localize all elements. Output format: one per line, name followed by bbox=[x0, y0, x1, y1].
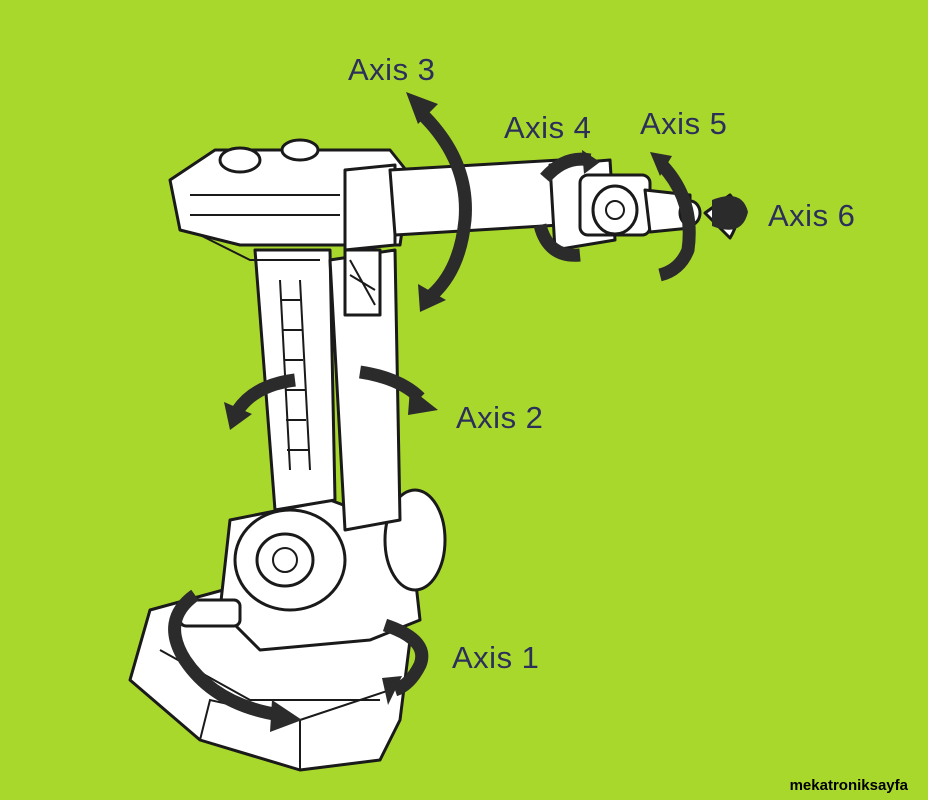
rotating-body bbox=[178, 488, 447, 652]
axis5-label: Axis 5 bbox=[640, 106, 728, 141]
watermark-text: mekatroniksayfa bbox=[789, 777, 908, 794]
axis4-label: Axis 4 bbox=[504, 110, 592, 145]
axis1-label: Axis 1 bbox=[452, 640, 540, 675]
upper-housing bbox=[168, 138, 412, 261]
upper-arm bbox=[388, 158, 652, 252]
axis3-arrow bbox=[406, 92, 472, 312]
axis5-arrow bbox=[650, 152, 696, 282]
axis1-arrow bbox=[168, 589, 429, 732]
axis2-label: Axis 2 bbox=[456, 400, 544, 435]
axis2-arrow bbox=[224, 365, 438, 430]
axis4-arrow bbox=[533, 150, 600, 262]
axis6-label: Axis 6 bbox=[768, 198, 856, 233]
axis6-arrow bbox=[712, 196, 748, 230]
axis3-label: Axis 3 bbox=[348, 52, 436, 87]
